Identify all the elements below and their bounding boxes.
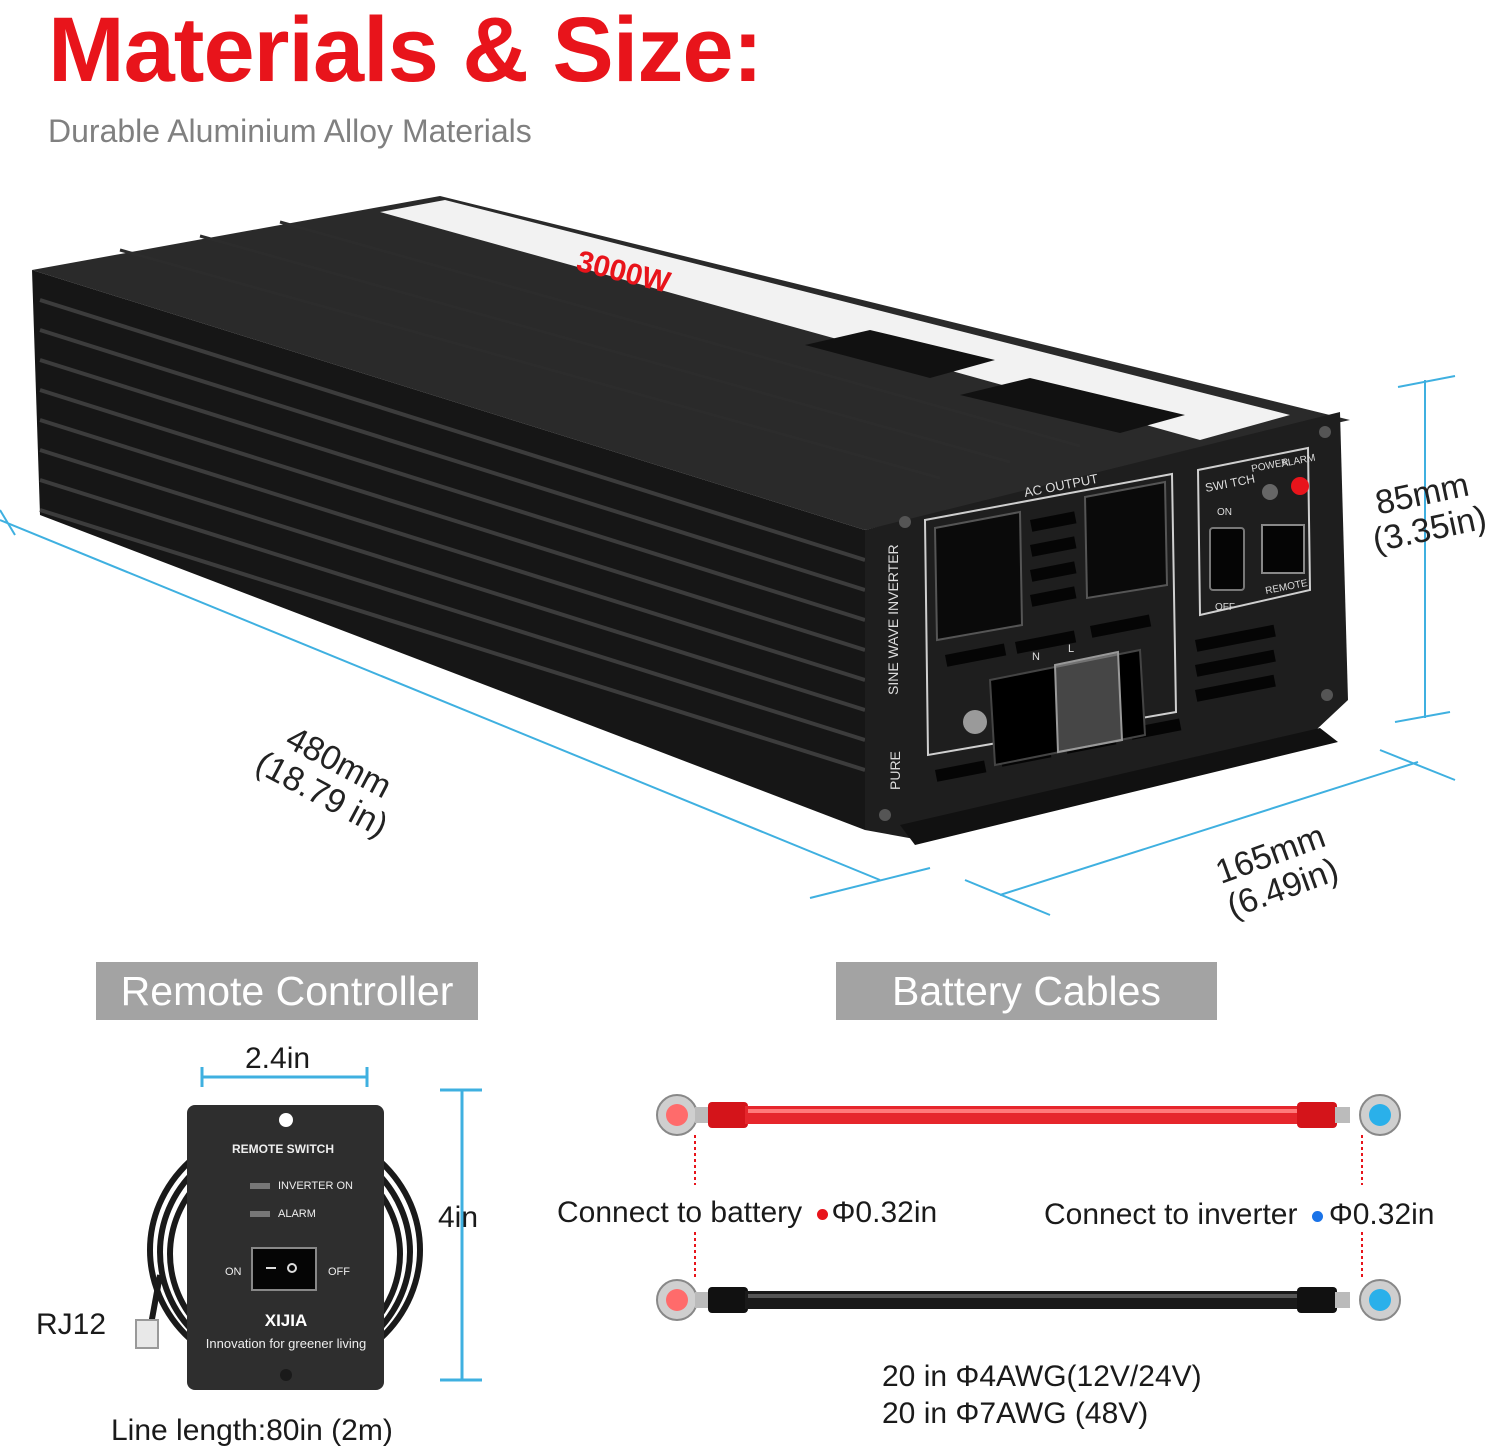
inverter-ring-size: Φ0.32in [1328,1198,1435,1231]
rj12-plug [135,1319,159,1349]
battery-cables-section-label: Battery Cables [836,962,1217,1020]
power-switch [1209,527,1245,591]
connect-to-inverter-text: Connect to inverter [1044,1198,1298,1231]
inverter-dot-icon [1311,1210,1323,1222]
ground-screw [963,710,987,734]
ac-terminal-block [988,648,1147,767]
remote-inverter-on-label: INVERTER ON [278,1180,353,1192]
battery-side-label: Connect to battery Φ0.32in [557,1196,937,1230]
ac-outlet-2 [1083,480,1169,600]
red-battery-cable [656,1094,1401,1136]
page-title: Materials & Size: [48,0,763,101]
inverter-illustration: 3000W AC OUTPUT SWI TCH POWER ALARM ON O… [0,196,1456,916]
cable-spec-1: 20 in Φ4AWG(12V/24V) [882,1360,1202,1393]
cable-spec-2: 20 in Φ7AWG (48V) [882,1397,1149,1430]
inverter-top-surface [32,196,1350,530]
remote-rocker-switch [251,1247,317,1291]
line-length-label: Line length:80in (2m) [111,1414,393,1447]
remote-controller-section-label: Remote Controller [96,962,478,1020]
inverter-label-strip [380,200,1290,440]
dimension-lines [0,375,1456,916]
off-label: OFF [1215,602,1235,613]
on-label: ON [1217,507,1232,518]
l-label: L [1068,643,1074,655]
inverter-side-label: Connect to inverter Φ0.32in [1044,1198,1435,1232]
connect-to-battery-text: Connect to battery [557,1196,803,1229]
battery-cables-illustration [656,1094,1401,1321]
remote-controller-illustration: REMOTE SWITCH INVERTER ON ALARM ON OFF X… [135,1067,482,1390]
remote-on-label: ON [225,1266,242,1278]
remote-width-label: 2.4in [245,1042,311,1075]
battery-ring-size: Φ0.32in [831,1196,938,1229]
inverter-on-led [250,1183,270,1189]
black-battery-cable [656,1279,1401,1321]
alarm-led [1291,477,1309,495]
remote-dimension-lines [200,1067,482,1382]
remote-alarm-label: ALARM [278,1208,316,1220]
battery-dot-icon [816,1208,828,1220]
inverter-base [900,728,1338,845]
width-dimension-line [999,761,1419,896]
length-dimension-line [0,519,881,881]
pure-label: PURE [887,751,903,790]
remote-height-label: 4in [438,1201,479,1234]
rj12-label: RJ12 [36,1308,107,1341]
remote-tagline: Innovation for greener living [206,1336,366,1351]
remote-port [1261,524,1305,574]
cable-leader-lines [694,1135,1363,1280]
terminal-cover [1053,650,1124,754]
page-subtitle: Durable Aluminium Alloy Materials [48,113,532,149]
sine-wave-label: SINE WAVE INVERTER [885,544,901,695]
alarm-led-remote [250,1211,270,1217]
ac-outlet-1 [933,510,1024,642]
remote-brand: XIJIA [265,1311,308,1330]
remote-heading: REMOTE SWITCH [232,1142,334,1156]
remote-off-label: OFF [328,1266,350,1278]
inverter-fins [39,298,866,772]
power-led [1262,484,1278,500]
n-label: N [1032,651,1040,663]
